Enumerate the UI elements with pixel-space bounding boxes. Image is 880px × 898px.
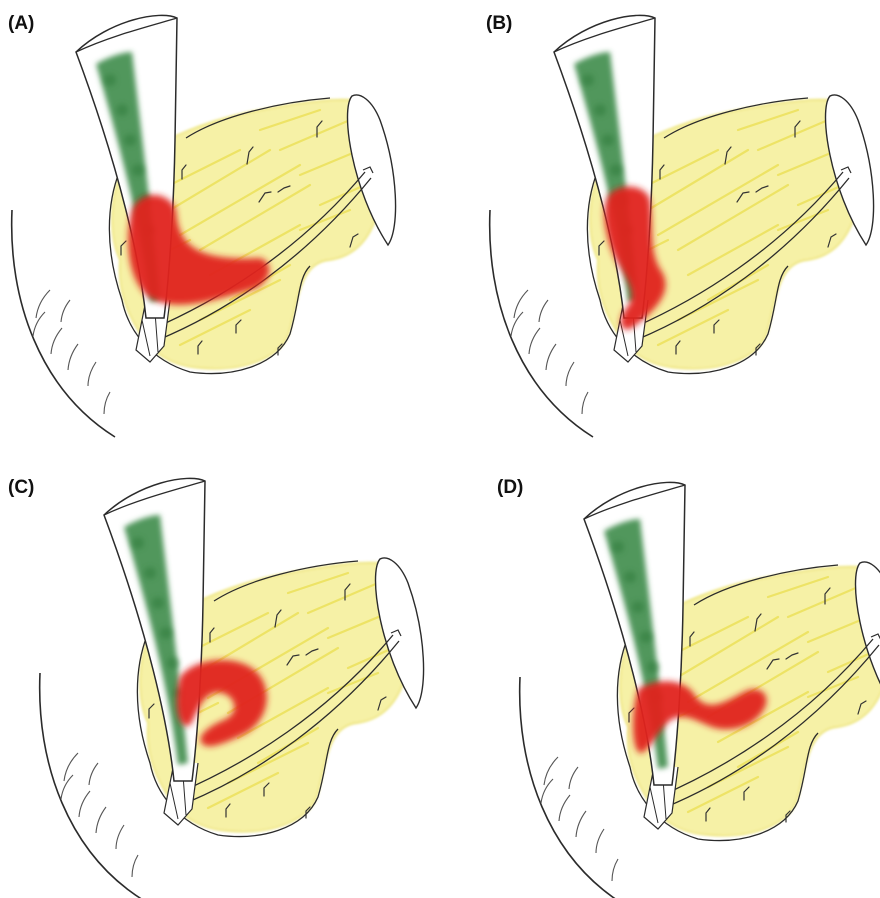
panel-c: (C)	[0, 465, 440, 898]
panel-a: (A)	[0, 0, 440, 433]
panel-label-b: (B)	[486, 14, 512, 33]
panel-b: (B)	[478, 0, 880, 433]
panel-label-d: (D)	[497, 478, 523, 497]
illustration-a	[0, 0, 440, 433]
illustration-d	[490, 465, 880, 898]
panel-label-c: (C)	[8, 478, 34, 497]
panel-label-a: (A)	[8, 14, 34, 33]
panel-d: (D)	[490, 465, 880, 898]
illustration-c	[0, 465, 440, 898]
illustration-b	[478, 0, 880, 433]
